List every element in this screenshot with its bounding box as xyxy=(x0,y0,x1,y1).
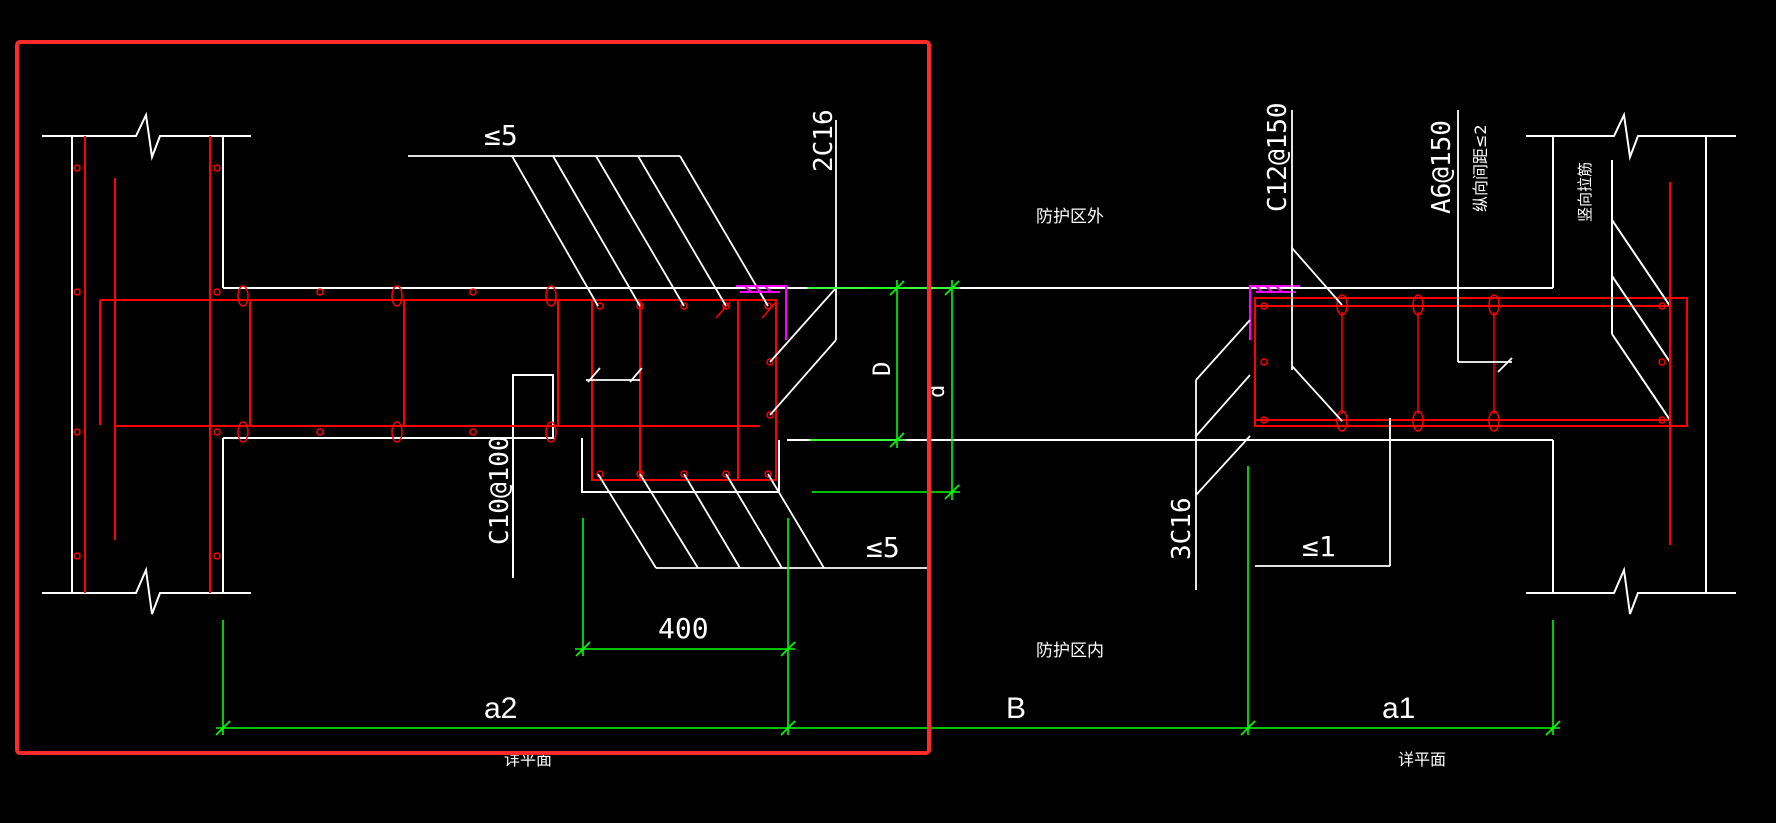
label-dim-400: 400 xyxy=(658,612,709,645)
left-beam-rebar-dots xyxy=(316,288,774,478)
note-flat-right: 详平面 xyxy=(1398,750,1446,769)
right-beam-stirrup-hooks xyxy=(1336,294,1500,432)
label-3c16: 3C16 xyxy=(1167,497,1197,560)
note-vertical: 竖向拉筋 xyxy=(1576,162,1594,222)
waterstop-left xyxy=(736,285,787,340)
label-c10-100: C10@100 xyxy=(485,435,515,545)
label-slope-top-left: ≤5 xyxy=(484,119,518,152)
label-dim-B: B xyxy=(1006,692,1026,725)
middle-slab xyxy=(790,287,1553,441)
right-wall xyxy=(1526,111,1736,615)
label-dim-a2: a2 xyxy=(484,692,517,725)
label-slope-bottom: ≤5 xyxy=(866,531,900,564)
rebar-ticks-left xyxy=(715,301,777,319)
highlight-box[interactable] xyxy=(15,40,931,755)
left-c10-leader xyxy=(586,367,643,383)
left-wall xyxy=(42,111,251,615)
left-beam-rebar xyxy=(100,299,777,481)
note-inside: 防护区内 xyxy=(1036,641,1104,661)
left-beam-stirrup-hooks xyxy=(237,285,557,443)
waterstop-right xyxy=(1249,285,1300,340)
right-beam-rebar-dots xyxy=(1260,302,1666,424)
label-c12-150: C12@150 xyxy=(1263,102,1293,212)
left-wall-rebar xyxy=(84,136,211,593)
left-beam-outline xyxy=(223,287,940,578)
note-spacing: 纵向间距≤2 xyxy=(1471,124,1490,212)
right-beam-white-lines xyxy=(1195,110,1513,590)
left-top-haunch xyxy=(408,155,769,307)
left-wall-rebar-dots xyxy=(73,164,221,560)
label-dim-d: d xyxy=(925,385,950,398)
label-dim-a1: a1 xyxy=(1382,692,1415,725)
label-a6-150: A6@150 xyxy=(1427,120,1457,214)
label-slope-right: ≤1 xyxy=(1302,530,1336,563)
dimension-lines xyxy=(215,280,1561,736)
note-outside: 防护区外 xyxy=(1036,207,1104,227)
label-dim-D: D xyxy=(868,362,896,376)
right-beam-rebar xyxy=(1254,297,1688,427)
left-2c16-leader xyxy=(769,120,837,416)
left-bottom-haunch xyxy=(597,473,928,569)
label-2c16: 2C16 xyxy=(809,109,839,172)
